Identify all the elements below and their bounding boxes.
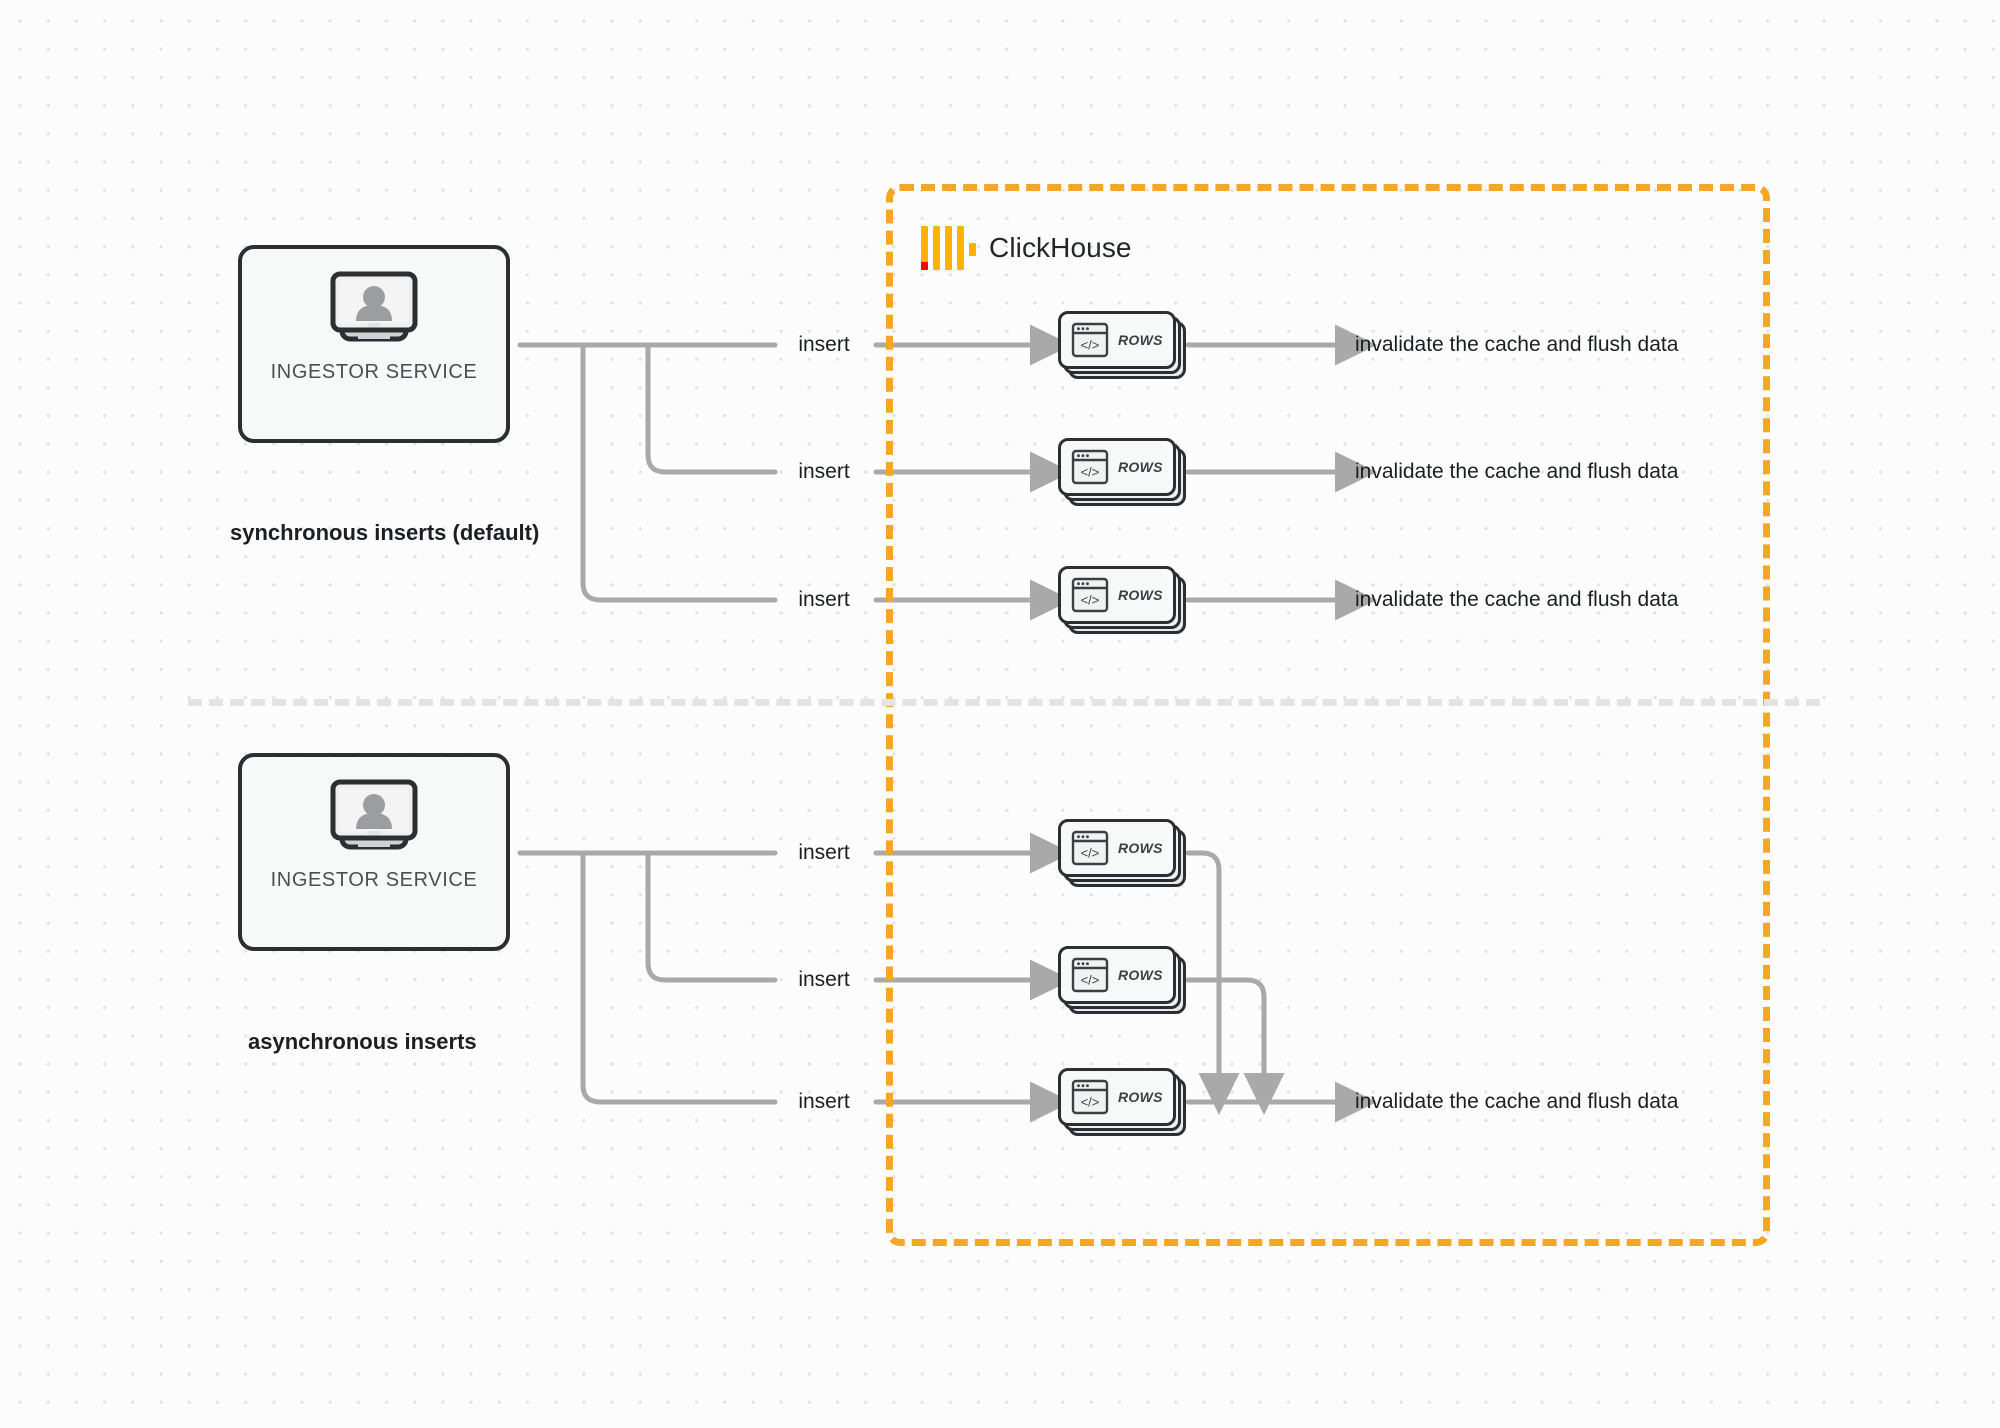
- edge-label-insert-sync-2: insert: [798, 460, 850, 483]
- edge-label-insert-async-2: insert: [798, 968, 850, 991]
- section-divider: [188, 699, 1820, 706]
- wire-sync-branch-3: [580, 342, 778, 603]
- ingestor-service-node-async[interactable]: INGESTOR SERVICE: [238, 753, 510, 951]
- clickhouse-title: ClickHouse: [989, 232, 1132, 263]
- rows-node-label: ROWS: [1118, 459, 1163, 475]
- svg-text:</>: </>: [1081, 846, 1100, 861]
- code-window-icon: </>: [1071, 1079, 1109, 1115]
- edge-label-insert-async-3: insert: [798, 1090, 850, 1113]
- rows-node-sync-1[interactable]: </> ROWS: [1058, 311, 1186, 379]
- wire-async-branch-2: [645, 850, 778, 983]
- code-window-icon: </>: [1071, 830, 1109, 866]
- svg-text:</>: </>: [1081, 338, 1100, 353]
- result-label-sync-3: invalidate the cache and flush data: [1355, 588, 1679, 611]
- wire-async-branch-3: [580, 850, 778, 1105]
- edge-label-insert-sync-1: insert: [798, 333, 850, 356]
- code-window-icon: </>: [1071, 449, 1109, 485]
- svg-text:</>: </>: [1081, 1095, 1100, 1110]
- rows-node-label: ROWS: [1118, 967, 1163, 983]
- code-window-icon: </>: [1071, 957, 1109, 993]
- ingestor-service-label-sync: INGESTOR SERVICE: [270, 361, 478, 383]
- rows-node-sync-2[interactable]: </> ROWS: [1058, 438, 1186, 506]
- section-caption-asynchronous: asynchronous inserts: [248, 1029, 477, 1054]
- monitor-user-icon: [330, 779, 418, 857]
- wire-sync-branch-2: [645, 342, 778, 475]
- edge-label-insert-async-1: insert: [798, 841, 850, 864]
- rows-node-async-2[interactable]: </> ROWS: [1058, 946, 1186, 1014]
- svg-text:</>: </>: [1081, 465, 1100, 480]
- rows-node-async-1[interactable]: </> ROWS: [1058, 819, 1186, 887]
- result-label-sync-2: invalidate the cache and flush data: [1355, 460, 1679, 483]
- clickhouse-header: ClickHouse: [921, 218, 1132, 278]
- code-window-icon: </>: [1071, 322, 1109, 358]
- code-window-icon: </>: [1071, 577, 1109, 613]
- rows-node-sync-3[interactable]: </> ROWS: [1058, 566, 1186, 634]
- clickhouse-logo-icon: [921, 226, 976, 270]
- clickhouse-boundary: [886, 184, 1770, 1246]
- result-label-sync-1: invalidate the cache and flush data: [1355, 333, 1679, 356]
- ingestor-service-label-async: INGESTOR SERVICE: [270, 869, 478, 891]
- result-label-async-merged: invalidate the cache and flush data: [1355, 1090, 1679, 1113]
- rows-node-label: ROWS: [1118, 1089, 1163, 1105]
- rows-node-async-3[interactable]: </> ROWS: [1058, 1068, 1186, 1136]
- rows-node-label: ROWS: [1118, 840, 1163, 856]
- svg-text:</>: </>: [1081, 593, 1100, 608]
- svg-text:</>: </>: [1081, 973, 1100, 988]
- rows-node-label: ROWS: [1118, 587, 1163, 603]
- rows-node-label: ROWS: [1118, 332, 1163, 348]
- ingestor-service-node-sync[interactable]: INGESTOR SERVICE: [238, 245, 510, 443]
- section-caption-synchronous: synchronous inserts (default): [230, 520, 540, 545]
- edge-label-insert-sync-3: insert: [798, 588, 850, 611]
- monitor-user-icon: [330, 271, 418, 349]
